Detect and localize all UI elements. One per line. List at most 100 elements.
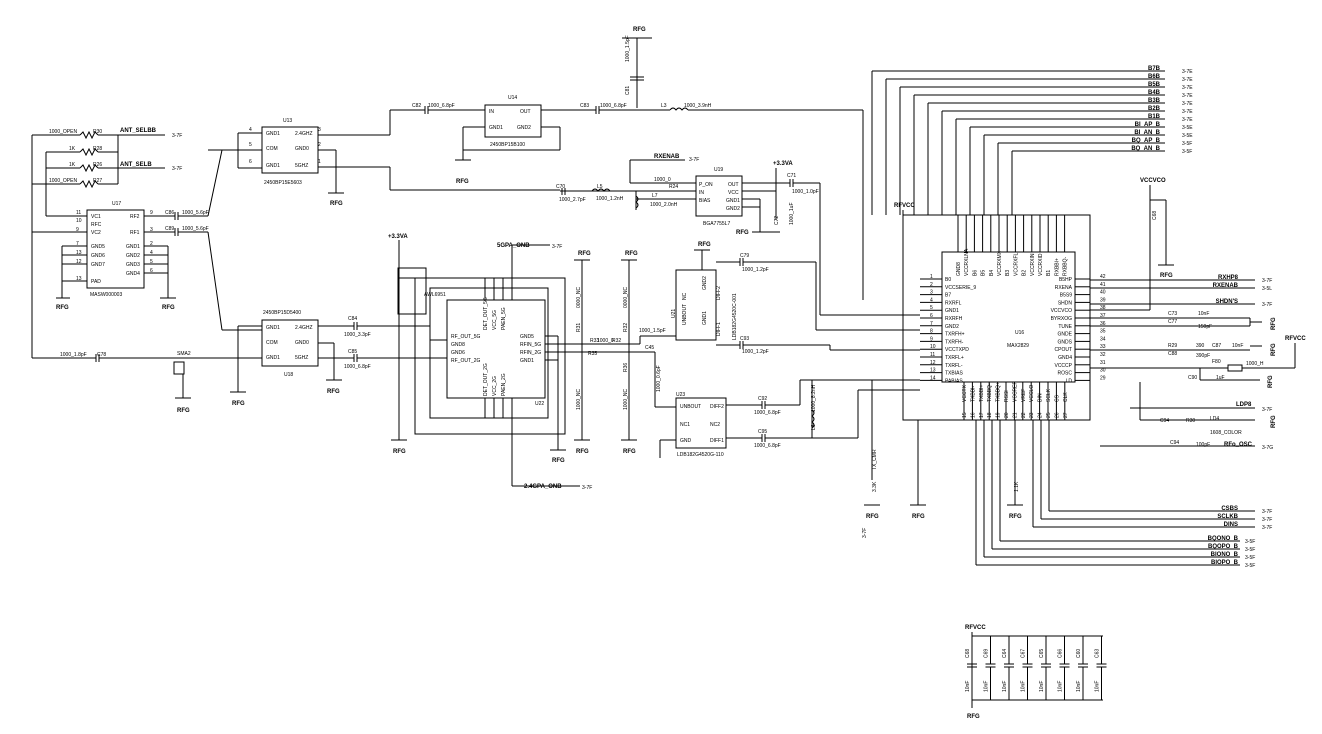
svg-text:100pF: 100pF: [1196, 442, 1210, 448]
svg-text:9: 9: [76, 227, 79, 233]
decap-ref: C67: [1021, 649, 1027, 658]
bq-net-label: BIONO_B: [1211, 552, 1239, 558]
svg-text:R32: R32: [612, 338, 621, 344]
svg-text:1000_6.8pF: 1000_6.8pF: [428, 103, 455, 109]
svg-text:RFG: RFG: [162, 305, 175, 311]
svg-text:1000_0: 1000_0: [597, 338, 614, 344]
max-pin-label: TXBBI+: [979, 385, 985, 402]
svg-text:RFVCC: RFVCC: [1285, 336, 1306, 342]
svg-text:RFo_OSC: RFo_OSC: [1224, 442, 1253, 448]
max-pin-label: SCLK: [1046, 388, 1052, 402]
max-pin-label: RXRFL: [945, 300, 962, 306]
svg-text:COM: COM: [266, 340, 278, 346]
svg-text:GND2: GND2: [126, 253, 140, 259]
max-pin-label: VCCRXIN: [1030, 253, 1036, 276]
svg-text:R24: R24: [669, 184, 678, 190]
bus-net-tag: 3-5F: [1182, 141, 1192, 147]
svg-text:C94: C94: [1160, 418, 1169, 424]
svg-text:1000_3.3pF: 1000_3.3pF: [344, 332, 371, 338]
loop-filter: C73 10nF C77 150pF RFG R29 390 C88 390pF…: [1090, 311, 1306, 388]
decap-value: 10nF: [1076, 681, 1082, 692]
ctrl-net-label: DINS: [1224, 522, 1238, 528]
svg-text:C83: C83: [580, 103, 589, 109]
max-pin-label: BYRXOG: [1051, 316, 1073, 322]
rhs-net-label: RXHP8: [1218, 275, 1239, 281]
bus-net-tag: 3-7E: [1182, 85, 1193, 91]
max-pin-label: SHDN: [1058, 300, 1073, 306]
ctrl-net-tag: 3-7F: [1262, 517, 1272, 523]
svg-text:1000_H: 1000_H: [1246, 361, 1264, 367]
svg-text:GND0: GND0: [295, 340, 309, 346]
max-pin-label: GND2: [945, 324, 959, 330]
svg-text:R35: R35: [588, 351, 597, 357]
svg-text:C92: C92: [758, 396, 767, 402]
svg-text:4: 4: [150, 250, 153, 256]
svg-text:RFG: RFG: [393, 449, 406, 455]
u23-balun: U23 UNBOUT NC1 GND DIFF2 NC2 DIFF1 LDB18…: [659, 379, 920, 458]
svg-text:VC1: VC1: [91, 214, 101, 220]
svg-text:1: 1: [318, 159, 321, 165]
svg-text:2: 2: [318, 142, 321, 148]
max-pin-number: 1: [930, 274, 933, 280]
u14-filter: U14 IN OUT GND1 GND2 2450BP15B100 RFG: [455, 95, 561, 185]
svg-text:3-7F: 3-7F: [862, 528, 868, 538]
svg-text:F80: F80: [1212, 359, 1221, 365]
svg-text:1000_1.2nH: 1000_1.2nH: [596, 196, 624, 202]
max-pin-label: VCCRXID: [1038, 253, 1044, 276]
svg-text:1000_6.8pF: 1000_6.8pF: [344, 364, 371, 370]
svg-text:R27: R27: [93, 178, 102, 184]
svg-text:2.4GHZ: 2.4GHZ: [295, 325, 313, 331]
max-pin-label: ROSC: [1058, 371, 1073, 377]
svg-text:UNBOUT: UNBOUT: [680, 404, 701, 410]
svg-text:RFG: RFG: [912, 514, 925, 520]
svg-text:1000_1.2pF: 1000_1.2pF: [742, 267, 769, 273]
svg-text:ANT_SELB: ANT_SELB: [120, 162, 152, 168]
svg-text:1000_OPEN: 1000_OPEN: [49, 178, 77, 184]
max-pin-number: 12: [930, 360, 936, 366]
bq-net-tag: 3-5F: [1245, 555, 1255, 561]
svg-text:3.3K: 3.3K: [872, 481, 878, 492]
svg-text:GND: GND: [680, 438, 692, 444]
svg-text:5GPA_ONB: 5GPA_ONB: [497, 243, 530, 249]
max2829-transceiver: U16 MAX2829 RFVCC VCCVCO: [894, 178, 1166, 421]
svg-text:LD4: LD4: [1210, 416, 1219, 422]
max-pin-label: B5: [981, 270, 987, 276]
svg-text:1.1K: 1.1K: [1014, 481, 1020, 492]
svg-text:RFG: RFG: [456, 179, 469, 185]
max-pin-label: VCCRXLNA: [964, 248, 970, 276]
decap-value: 10nF: [1058, 681, 1064, 692]
svg-text:R30: R30: [1186, 418, 1195, 424]
max-pin-label: TXBIAS: [945, 371, 963, 377]
svg-text:RFG: RFG: [623, 449, 636, 455]
svg-text:RFG: RFG: [576, 449, 589, 455]
max-pin-label: RXBBQ-: [1063, 256, 1069, 276]
max-pin-number: 29: [1100, 375, 1106, 381]
decap-value: 10nF: [965, 681, 971, 692]
bus-net-label: BQ_AP_B: [1132, 138, 1161, 144]
svg-text:RFG: RFG: [1271, 415, 1277, 428]
svg-text:C72: C72: [774, 216, 780, 225]
max-pin-number: 14: [930, 375, 936, 381]
svg-text:BIAS: BIAS: [699, 198, 711, 204]
svg-text:DET_OUT_5G: DET_OUT_5G: [483, 297, 489, 330]
svg-text:VCC: VCC: [728, 190, 739, 196]
svg-text:C93: C93: [740, 336, 749, 342]
svg-text:C45: C45: [645, 345, 654, 351]
svg-text:10: 10: [76, 218, 82, 224]
svg-text:GND1: GND1: [266, 325, 280, 331]
max-pin-number: 6: [930, 313, 933, 319]
svg-text:PAEN_2G: PAEN_2G: [501, 373, 507, 396]
max-pin-label: VREF: [1021, 389, 1027, 402]
svg-text:GND2: GND2: [702, 276, 708, 290]
max-pin-number: 21: [1012, 412, 1018, 418]
svg-text:SMA2: SMA2: [177, 351, 191, 357]
bq-net-label: BQONO_B: [1208, 536, 1239, 542]
bus-net-tag: 3-7E: [1182, 77, 1193, 83]
svg-text:RFG: RFG: [967, 714, 980, 720]
ant-select-resistors: 1000_OPEN R30 1K R28 1K R26 1000_OPEN R2…: [31, 128, 182, 232]
svg-text:RXENAB: RXENAB: [654, 154, 680, 160]
max-pin-number: 37: [1100, 313, 1106, 319]
bus-net-label: BI_AN_B: [1134, 130, 1160, 136]
svg-text:150pF: 150pF: [1198, 324, 1212, 330]
